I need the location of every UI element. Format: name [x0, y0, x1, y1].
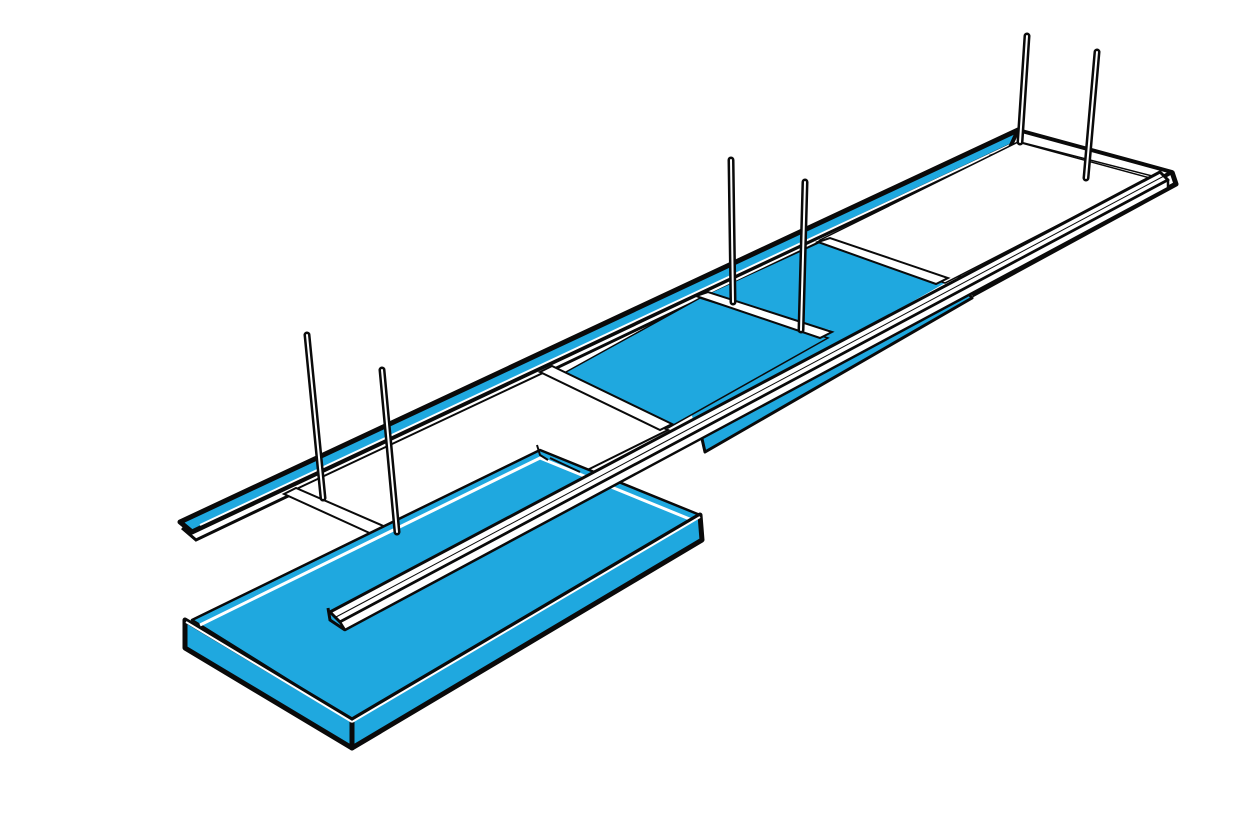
tray-bracket-right [549, 457, 581, 473]
tray-bracket-left [536, 444, 549, 461]
tray-lip-line [351, 516, 701, 723]
suspension-rod-icon [303, 331, 327, 502]
tray-bracket [536, 444, 581, 473]
front-rail [326, 170, 1170, 632]
tray-right-face [349, 512, 705, 751]
tray-inner-rim [199, 456, 693, 627]
hanger-rods [303, 32, 1101, 536]
cross-bar-left [537, 364, 675, 432]
suspension-rod-icon [727, 156, 737, 306]
front-rail-end [326, 607, 346, 632]
tray-lip-line-front [185, 621, 353, 723]
suspension-rod-icon [378, 366, 401, 536]
back-rail-inner-line [199, 137, 1026, 526]
suspension-rod-icon [797, 178, 809, 334]
suspension-rod-icon [1082, 48, 1101, 182]
suspension-rod-icon [1016, 32, 1031, 146]
middle-grid-section [553, 141, 1153, 454]
lowered-tray [182, 448, 705, 751]
cross-bar-2 [814, 236, 951, 286]
front-rail-groove [335, 175, 1165, 618]
back-rail [177, 127, 1035, 542]
